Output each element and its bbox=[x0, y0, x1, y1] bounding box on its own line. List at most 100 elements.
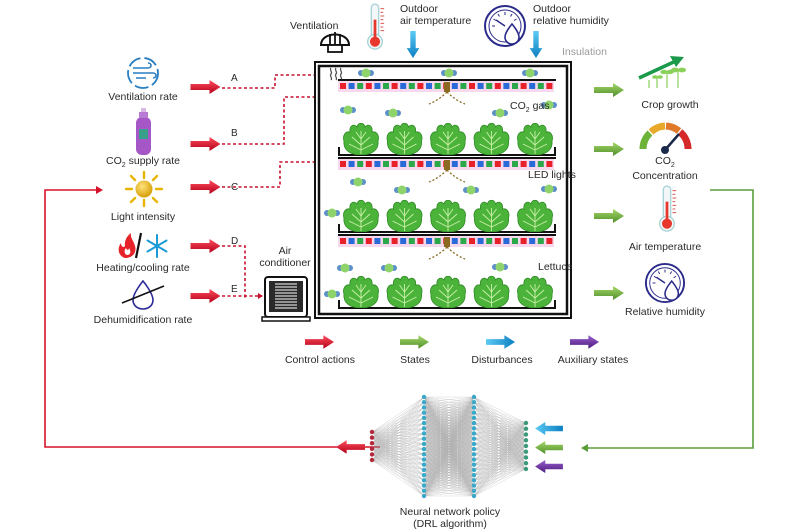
network-edge bbox=[473, 454, 527, 470]
network-edge bbox=[473, 451, 527, 476]
led-light bbox=[494, 161, 501, 167]
network-edge bbox=[371, 407, 425, 438]
network-edge bbox=[473, 463, 527, 497]
network-edge bbox=[371, 454, 425, 461]
network-edge bbox=[371, 459, 425, 481]
network-edge bbox=[371, 433, 425, 438]
air-temperature-label: Air temperature bbox=[628, 241, 702, 253]
led-light bbox=[494, 83, 501, 89]
network-edge bbox=[423, 396, 475, 471]
network-edge bbox=[473, 422, 527, 481]
network-node bbox=[471, 420, 477, 426]
network-node bbox=[471, 488, 477, 493]
network-edge bbox=[371, 422, 425, 433]
network-node bbox=[369, 441, 375, 446]
network-edge bbox=[423, 454, 475, 497]
policy-label: Neural network policy(DRL algorithm) bbox=[380, 506, 520, 530]
network-node bbox=[523, 461, 529, 466]
network-edge bbox=[371, 412, 425, 461]
network-edge bbox=[473, 434, 527, 471]
network-edge bbox=[473, 468, 527, 481]
network-edge bbox=[423, 422, 475, 497]
network-node bbox=[421, 493, 427, 499]
network-edge bbox=[473, 451, 527, 481]
network-edge bbox=[371, 396, 425, 455]
network-edge bbox=[473, 445, 527, 460]
network-edge bbox=[473, 457, 527, 481]
network-edge bbox=[473, 445, 527, 486]
network-edge bbox=[423, 433, 475, 497]
network-node bbox=[421, 394, 427, 400]
network-edge bbox=[423, 396, 475, 408]
network-edge bbox=[371, 417, 425, 455]
network-edge bbox=[473, 463, 527, 465]
relative-humidity-label: Relative humidity bbox=[625, 306, 705, 318]
heating-cooling-rate-label: Heating/cooling rate bbox=[96, 262, 190, 274]
legend-disturbance-arrow bbox=[486, 335, 515, 349]
network-edge bbox=[473, 463, 527, 481]
led-light bbox=[469, 238, 475, 244]
network-node bbox=[471, 441, 477, 447]
network-edge bbox=[371, 431, 425, 445]
network-node bbox=[471, 415, 477, 421]
led-light bbox=[469, 83, 475, 89]
control-arrow-e bbox=[190, 289, 221, 303]
network-node bbox=[421, 441, 427, 447]
network-edge bbox=[473, 468, 527, 497]
network-edge bbox=[371, 448, 425, 481]
policy-input-state-arrow bbox=[535, 441, 563, 454]
network-node bbox=[421, 488, 427, 493]
led-light bbox=[374, 161, 381, 167]
wind-cycle-icon bbox=[127, 57, 159, 89]
policy-input-disturbance-arrow bbox=[535, 422, 563, 435]
led-light bbox=[494, 238, 501, 244]
network-edge bbox=[473, 468, 527, 486]
neural-network-policy-graphic bbox=[369, 394, 529, 499]
control-feedback-arrowhead bbox=[96, 186, 103, 194]
network-edge bbox=[473, 422, 527, 465]
outdoor-temp-line2: air temperature bbox=[400, 15, 472, 28]
state-arrow-rh bbox=[594, 286, 624, 300]
network-edge bbox=[473, 402, 527, 429]
network-edge bbox=[371, 402, 425, 444]
network-edge bbox=[371, 396, 425, 438]
network-edge bbox=[371, 396, 425, 461]
network-edge bbox=[423, 396, 475, 444]
control-signal-lines bbox=[222, 74, 436, 298]
co2-nozzle bbox=[444, 82, 450, 92]
ventilation-fan-icon bbox=[319, 32, 351, 53]
network-edges bbox=[371, 396, 527, 497]
network-edge bbox=[371, 433, 425, 461]
network-edge bbox=[473, 440, 527, 465]
led-light bbox=[537, 83, 544, 89]
network-node bbox=[471, 478, 477, 483]
network-edge bbox=[473, 407, 527, 429]
policy-label-line2: (DRL algorithm) bbox=[413, 518, 487, 530]
led-light bbox=[400, 161, 407, 167]
led-light bbox=[417, 238, 424, 244]
shelf-tray bbox=[338, 147, 556, 156]
network-edge bbox=[371, 454, 425, 465]
network-edge bbox=[371, 459, 425, 491]
network-edge bbox=[371, 448, 425, 465]
network-edge bbox=[371, 431, 425, 471]
network-edge bbox=[473, 428, 527, 439]
network-edge bbox=[423, 396, 475, 424]
network-edge bbox=[371, 438, 425, 444]
policy-output-arrow bbox=[336, 440, 365, 454]
led-light bbox=[426, 238, 432, 244]
network-edge bbox=[371, 443, 425, 455]
led-light bbox=[417, 161, 424, 167]
network-edge bbox=[473, 468, 527, 476]
network-edge bbox=[473, 445, 527, 476]
network-edge bbox=[371, 433, 425, 449]
network-edge bbox=[371, 396, 425, 444]
co2-conc-line2: Concentration bbox=[632, 170, 698, 183]
led-light bbox=[434, 83, 441, 89]
network-edge bbox=[423, 485, 475, 497]
network-edge bbox=[371, 412, 425, 444]
network-edge bbox=[473, 443, 527, 470]
network-edge bbox=[371, 412, 425, 449]
network-node bbox=[523, 426, 529, 431]
